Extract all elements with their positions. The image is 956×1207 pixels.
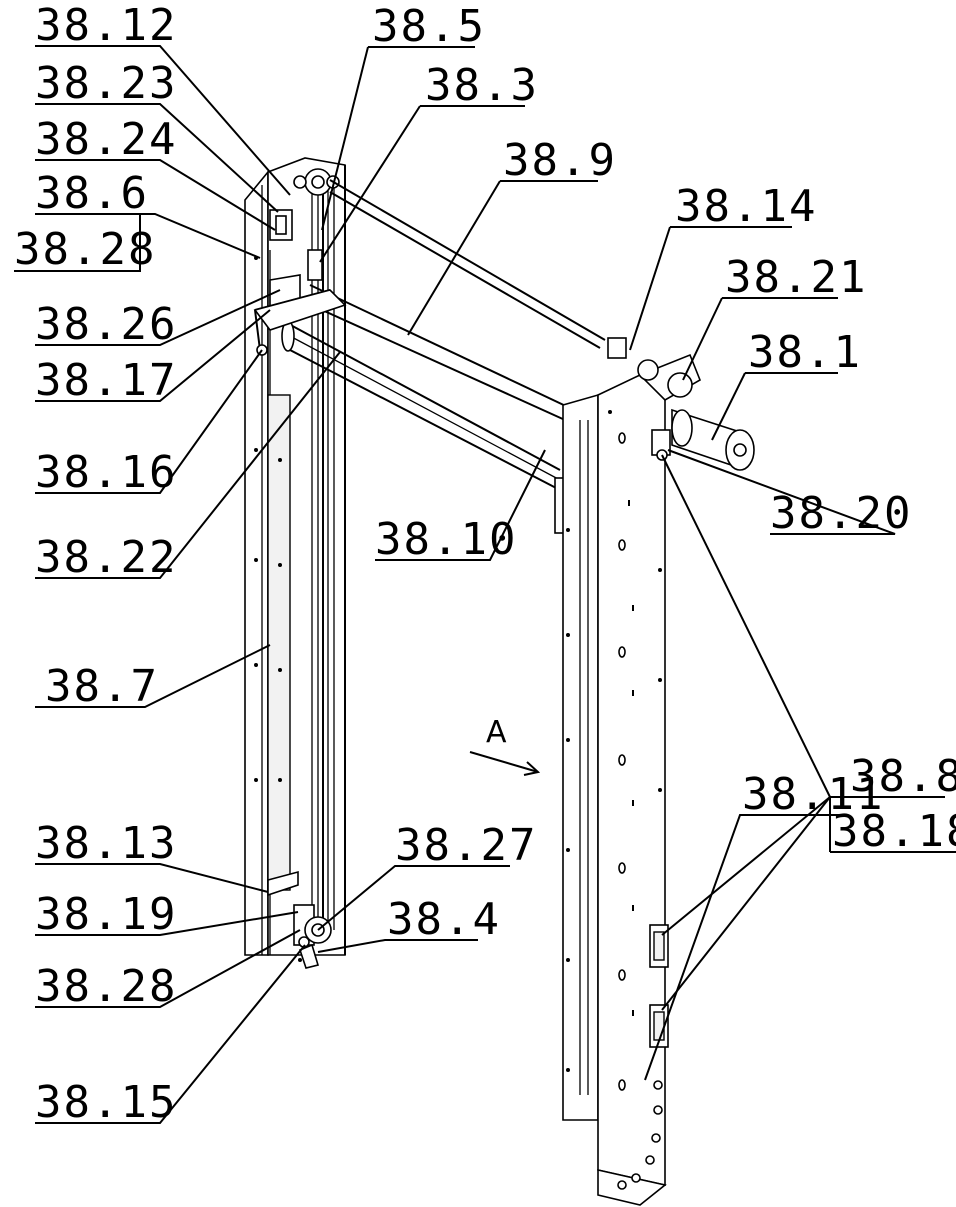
label-38-17: 38.17	[35, 355, 177, 406]
label-38-28-top: 38.28	[14, 224, 156, 275]
label-38-1: 38.1	[748, 327, 862, 378]
label-38-19: 38.19	[35, 889, 177, 940]
label-38-5: 38.5	[372, 1, 486, 52]
label-38-12: 38.12	[35, 0, 177, 51]
label-38-11: 38.11	[742, 769, 884, 820]
label-38-22: 38.22	[35, 532, 177, 583]
callout-labels: 38.12 38.23 38.24 38.6 38.28 38.26 38.17…	[14, 0, 956, 1128]
label-38-4: 38.4	[387, 894, 501, 945]
label-38-6: 38.6	[35, 168, 149, 219]
label-38-14: 38.14	[675, 181, 817, 232]
label-38-27: 38.27	[395, 820, 537, 871]
cross-bars	[253, 179, 606, 534]
left-column	[244, 157, 346, 969]
label-38-21: 38.21	[725, 252, 867, 303]
label-38-20: 38.20	[770, 488, 912, 539]
view-arrow-a: A	[469, 715, 541, 776]
label-38-9: 38.9	[503, 135, 617, 186]
label-38-23: 38.23	[35, 58, 177, 109]
right-column	[562, 337, 755, 1206]
label-38-7: 38.7	[45, 661, 159, 712]
view-label-a: A	[486, 715, 507, 750]
label-38-24: 38.24	[35, 114, 177, 165]
label-38-28-bot: 38.28	[35, 961, 177, 1012]
label-38-13: 38.13	[35, 818, 177, 869]
label-38-3: 38.3	[425, 60, 539, 111]
label-38-18: 38.18	[832, 806, 956, 857]
leader-lines	[14, 45, 956, 1124]
label-38-10: 38.10	[375, 514, 517, 565]
label-38-8: 38.8	[850, 751, 956, 802]
label-38-26: 38.26	[35, 299, 177, 350]
label-38-15: 38.15	[35, 1077, 177, 1128]
label-38-16: 38.16	[35, 447, 177, 498]
motor	[671, 408, 755, 471]
